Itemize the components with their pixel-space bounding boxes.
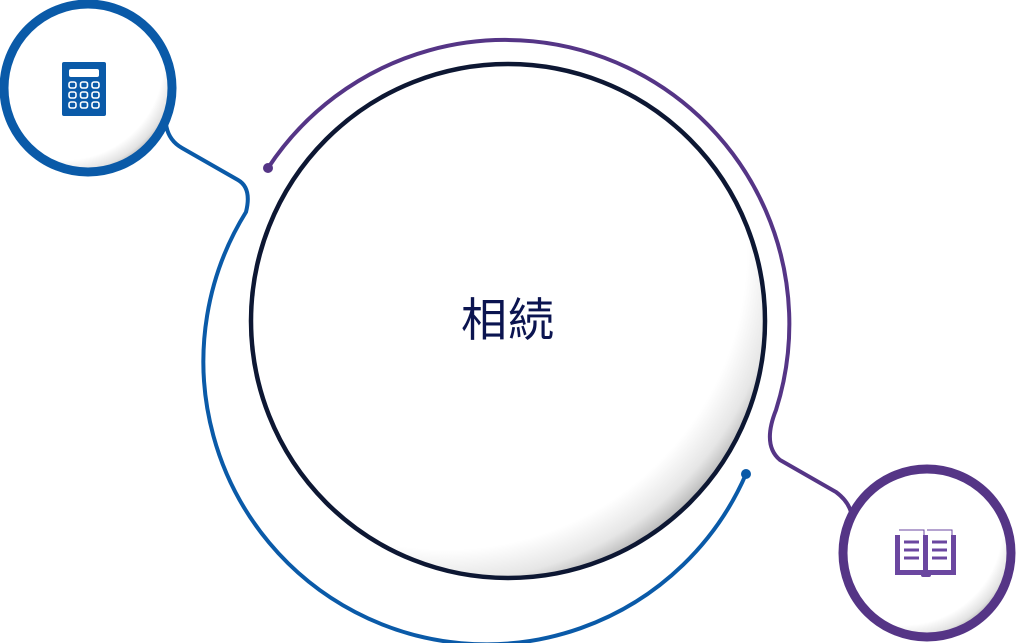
center-circle (248, 61, 768, 581)
open-book-icon (895, 529, 956, 577)
calculator-icon (62, 62, 106, 116)
calculator-node[interactable] (0, 0, 177, 177)
purple-arc-endpoint-dot (263, 163, 273, 173)
blue-connector-arc (164, 122, 751, 643)
purple-connector-arc (263, 37, 854, 522)
book-node[interactable] (838, 464, 1016, 642)
center-label: 相続 (461, 293, 555, 347)
blue-arc-endpoint-dot (741, 469, 751, 479)
